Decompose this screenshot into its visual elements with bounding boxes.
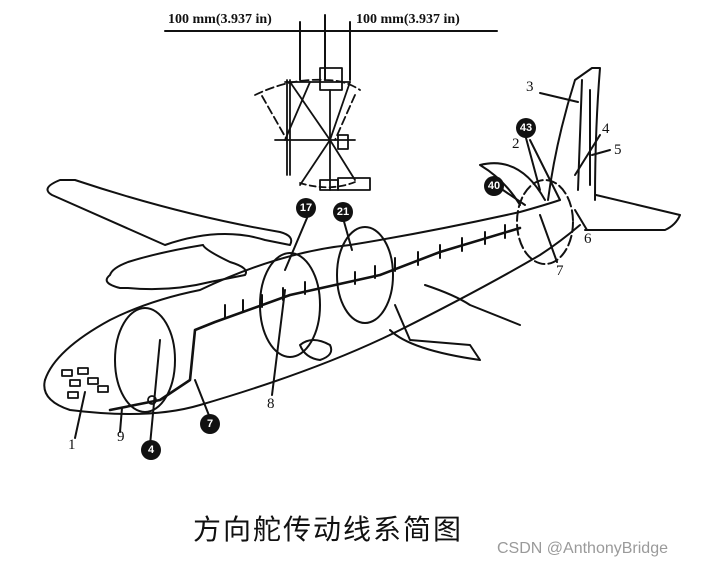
callout-2: 2: [512, 136, 520, 152]
fuselage-top: [44, 199, 561, 381]
fuselage-bottom: [43, 224, 581, 415]
callout-3: 3: [526, 79, 534, 95]
station-badge-21: 21: [333, 202, 353, 222]
right-engine-spinner: [299, 339, 333, 361]
left-wing: [46, 179, 293, 246]
callout-7: 7: [556, 263, 564, 279]
callout-8: 8: [267, 396, 275, 412]
station-badge-17: 17: [296, 198, 316, 218]
callout-5: 5: [614, 142, 622, 158]
vertical-tail: [547, 67, 601, 201]
dimension-label-left: 100 mm(3.937 in): [168, 12, 272, 27]
station-badge-4: 4: [141, 440, 161, 460]
watermark: CSDN @AnthonyBridge: [497, 540, 668, 557]
station-badge-40: 40: [484, 176, 504, 196]
left-horizontal-stabilizer: [479, 162, 546, 206]
callout-4: 4: [602, 121, 610, 137]
dimension-label-right: 100 mm(3.937 in): [356, 12, 460, 27]
station-badge-43: 43: [516, 118, 536, 138]
callout-1: 1: [68, 437, 76, 453]
diagram-caption: 方向舵传动线系简图: [193, 513, 464, 546]
right-wing: [389, 284, 521, 361]
station-badge-7: 7: [200, 414, 220, 434]
callout-9: 9: [117, 429, 125, 445]
cockpit-pedals: [61, 367, 157, 405]
pedal-mechanism-detail: [254, 67, 371, 191]
control-cable: [108, 226, 522, 412]
callout-6: 6: [584, 231, 592, 247]
horizontal-stabilizer: [584, 194, 681, 231]
left-engine: [105, 244, 247, 291]
